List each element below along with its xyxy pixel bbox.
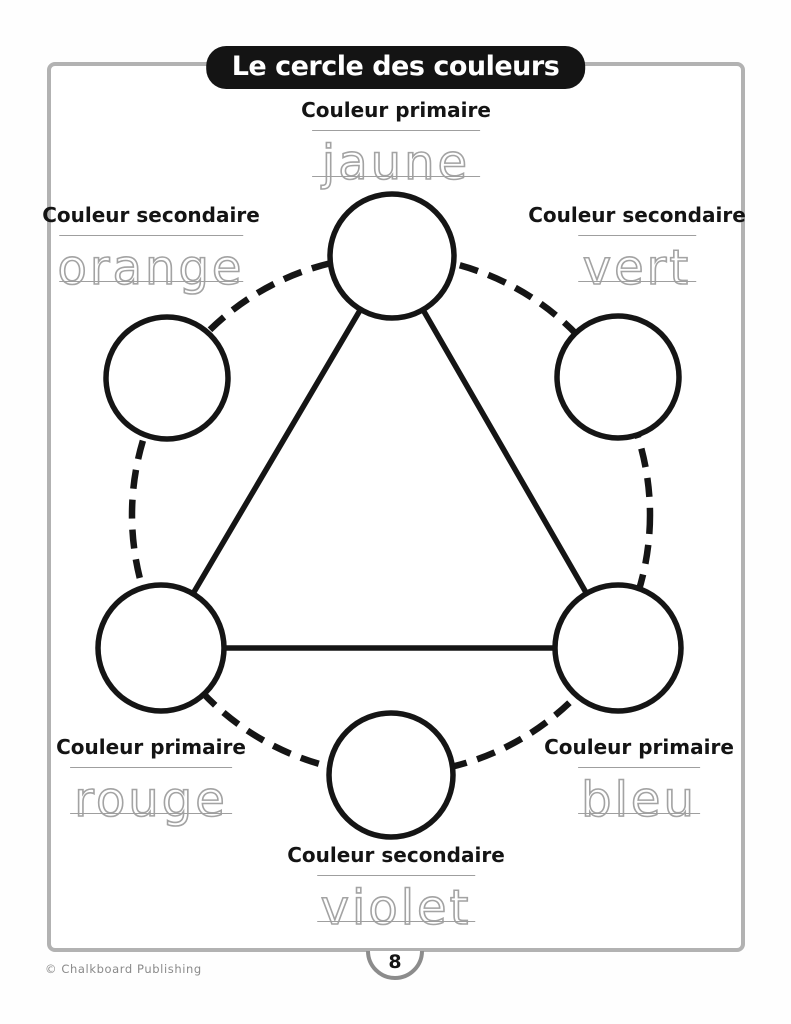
writing-guide-line — [69, 813, 232, 814]
page-number: 8 — [388, 951, 402, 973]
publisher-credit: © Chalkboard Publishing — [45, 962, 202, 976]
trace-block-vert: Couleur secondaire vert — [528, 203, 746, 293]
page-title: Le cercle des couleurs — [231, 51, 560, 82]
trace-block-orange: Couleur secondaire orange — [42, 203, 260, 293]
trace-block-jaune: Couleur primaire jaune — [301, 98, 491, 188]
primary-triangle — [156, 250, 623, 651]
writing-guide-line — [58, 235, 243, 236]
writing-guide-line — [577, 281, 696, 282]
trace-area: orange — [57, 235, 243, 293]
trace-word: jaune — [321, 135, 471, 191]
page-number-badge: 8 — [366, 951, 424, 982]
trace-word: orange — [57, 240, 245, 296]
color-circle-bottom — [326, 710, 456, 840]
writing-guide-line — [69, 767, 232, 768]
color-type-label: Couleur primaire — [56, 735, 246, 759]
color-type-label: Couleur secondaire — [42, 203, 260, 227]
writing-guide-line — [577, 235, 696, 236]
color-circle-upper-right — [554, 313, 682, 441]
trace-area: rouge — [69, 767, 232, 825]
writing-guide-line — [577, 813, 700, 814]
color-type-label: Couleur primaire — [544, 735, 734, 759]
writing-guide-line — [311, 130, 480, 131]
color-type-label: Couleur secondaire — [287, 843, 505, 867]
trace-word: rouge — [73, 772, 228, 828]
trace-area: vert — [577, 235, 696, 293]
title-banner: Le cercle des couleurs — [205, 46, 586, 89]
writing-guide-line — [316, 921, 475, 922]
trace-block-bleu: Couleur primaire bleu — [544, 735, 734, 825]
color-type-label: Couleur secondaire — [528, 203, 746, 227]
trace-word: vert — [582, 240, 692, 296]
color-type-label: Couleur primaire — [301, 98, 491, 122]
trace-area: jaune — [311, 130, 480, 188]
trace-area: violet — [316, 875, 475, 933]
trace-block-violet: Couleur secondaire violet — [287, 843, 505, 933]
trace-word: bleu — [580, 772, 697, 828]
color-circle-top — [327, 191, 457, 321]
writing-guide-line — [577, 767, 700, 768]
writing-guide-line — [311, 176, 480, 177]
color-circle-upper-left — [103, 314, 231, 442]
color-circle-lower-right — [552, 582, 684, 714]
trace-word: violet — [320, 880, 472, 936]
color-circle-lower-left — [95, 582, 227, 714]
writing-guide-line — [58, 281, 243, 282]
writing-guide-line — [316, 875, 475, 876]
trace-area: bleu — [577, 767, 700, 825]
trace-block-rouge: Couleur primaire rouge — [56, 735, 246, 825]
